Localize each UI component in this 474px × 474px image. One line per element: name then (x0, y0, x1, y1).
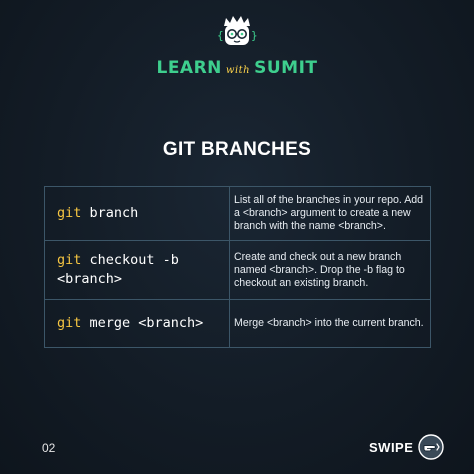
brand-learn-text: LEARN (156, 58, 222, 78)
command-keyword: git (57, 252, 82, 268)
slide-title: GIT BRANCHES (162, 139, 312, 160)
command-keyword: git (57, 315, 82, 331)
swipe-label: SWIPE (369, 440, 414, 455)
command-cell: git branch (44, 186, 230, 241)
command-cell: git merge <branch> (44, 299, 230, 348)
command-cell: git checkout -b <branch> (44, 240, 230, 300)
description-cell: Create and check out a new branch named … (229, 240, 431, 300)
command-keyword: git (57, 205, 82, 221)
page-number: 02 (42, 441, 56, 455)
brand-sumit-text: SUMIT (254, 58, 318, 78)
description-cell: Merge <branch> into the current branch. (229, 299, 431, 348)
table-row: git merge <branch> Merge <branch> into t… (44, 299, 431, 348)
table-row: git branch List all of the branches in y… (44, 186, 431, 241)
brand-with-text: with (225, 65, 251, 76)
description-cell: List all of the branches in your repo. A… (229, 186, 431, 241)
svg-text:}: } (251, 29, 258, 42)
command-text: checkout -b <branch> (57, 252, 179, 287)
git-commands-table: git branch List all of the branches in y… (44, 186, 431, 348)
svg-text:{: { (217, 29, 224, 42)
pointing-hand-icon[interactable] (418, 434, 444, 460)
table-row: git checkout -b <branch> Create and chec… (44, 240, 431, 300)
command-text: branch (81, 205, 139, 221)
command-text: merge <branch> (81, 315, 204, 331)
coder-face-icon: { } (217, 16, 258, 45)
